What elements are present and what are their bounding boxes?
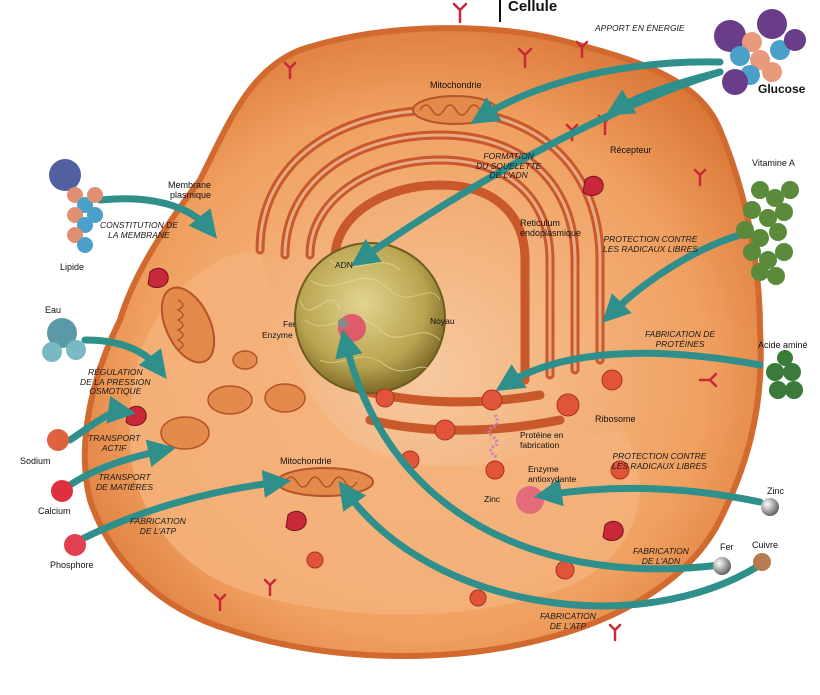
label-phosphore: Phosphore bbox=[50, 560, 94, 570]
calcium-molecule bbox=[51, 480, 73, 502]
glucose-molecule bbox=[714, 9, 806, 95]
label-reticulum: Reticulum endoplasmique bbox=[520, 218, 582, 238]
nucleus bbox=[294, 242, 446, 394]
process-apport-energie: APPORT EN ÉNERGIE bbox=[595, 23, 685, 33]
zinc-molecule bbox=[761, 498, 779, 516]
acide-amine-molecule bbox=[766, 350, 803, 399]
diagram-title: Cellule bbox=[508, 0, 558, 15]
cuivre-molecule bbox=[753, 553, 771, 571]
process-transport-matieres: TRANSPORT DE MATIÈRES bbox=[96, 472, 153, 492]
mitochondrion-top bbox=[412, 95, 498, 125]
lipide-molecule bbox=[49, 159, 103, 253]
vitamine-a-molecule bbox=[736, 181, 799, 285]
phosphore-molecule bbox=[64, 534, 86, 556]
mitochondrion-bottom bbox=[276, 467, 374, 497]
label-enzyme-antioxydante: Enzyme antioxydante bbox=[528, 464, 577, 484]
label-mitochondrie-top: Mitochondrie bbox=[430, 80, 482, 90]
label-glucose: Glucose bbox=[758, 82, 806, 96]
label-mitochondrie-bottom: Mitochondrie bbox=[280, 456, 332, 466]
label-noyau: Noyau bbox=[430, 316, 455, 326]
label-fer-structure: Fer bbox=[283, 319, 296, 329]
label-eau: Eau bbox=[45, 305, 62, 315]
cytoplasm-inner bbox=[129, 250, 640, 615]
process-squelette-adn: FORMATION DU SQUELETTE DE L'ADN bbox=[476, 151, 542, 180]
label-lipide: Lipide bbox=[60, 262, 85, 272]
process-constitution-membrane: CONSTITUTION DE LA MEMBRANE bbox=[100, 220, 178, 240]
label-calcium: Calcium bbox=[38, 506, 71, 516]
process-fabrication-adn: FABRICATION DE L'ADN bbox=[633, 546, 689, 566]
label-vitamine-a: Vitamine A bbox=[752, 158, 795, 168]
dna-strands bbox=[299, 259, 441, 372]
label-enzyme: Enzyme bbox=[262, 330, 293, 340]
process-fabrication-atp-1: FABRICATION DE L'ATP bbox=[130, 516, 186, 536]
fer-molecule bbox=[713, 557, 731, 575]
label-recepteur: Récepteur bbox=[610, 145, 652, 155]
label-membrane: Membrane plasmique bbox=[168, 180, 212, 200]
label-zinc-structure: Zinc bbox=[484, 494, 501, 504]
process-protection-1: PROTECTION CONTRE LES RADICAUX LIBRES bbox=[603, 234, 698, 254]
process-fabrication-atp-2: FABRICATION DE L'ATP bbox=[540, 611, 596, 631]
label-ribosome: Ribosome bbox=[595, 414, 636, 424]
process-regulation-pression: RÉGULATION DE LA PRESSION OSMOTIQUE bbox=[80, 367, 151, 396]
label-proteine: Protéine en fabrication bbox=[520, 430, 564, 450]
process-transport-actif: TRANSPORT ACTIF bbox=[88, 433, 141, 453]
process-protection-2: PROTECTION CONTRE LES RADICAUX LIBRES bbox=[612, 451, 707, 471]
label-fer-nutrient: Fer bbox=[720, 542, 734, 552]
process-fabrication-proteines: FABRICATION DE PROTÉINES bbox=[645, 329, 716, 349]
label-sodium: Sodium bbox=[20, 456, 51, 466]
vesicles bbox=[160, 350, 306, 450]
label-zinc-nutrient: Zinc bbox=[767, 486, 785, 496]
mitochondrion-left bbox=[160, 286, 216, 364]
protein-chain bbox=[487, 414, 500, 459]
label-adn: ADN bbox=[335, 260, 353, 270]
label-cuivre-nutrient: Cuivre bbox=[752, 540, 779, 550]
eau-molecule bbox=[42, 318, 86, 362]
sodium-molecule bbox=[47, 429, 69, 451]
nutrient-arrows bbox=[66, 58, 764, 610]
label-acide-amine: Acide aminé bbox=[758, 340, 808, 350]
antioxidant-enzyme bbox=[516, 486, 544, 514]
